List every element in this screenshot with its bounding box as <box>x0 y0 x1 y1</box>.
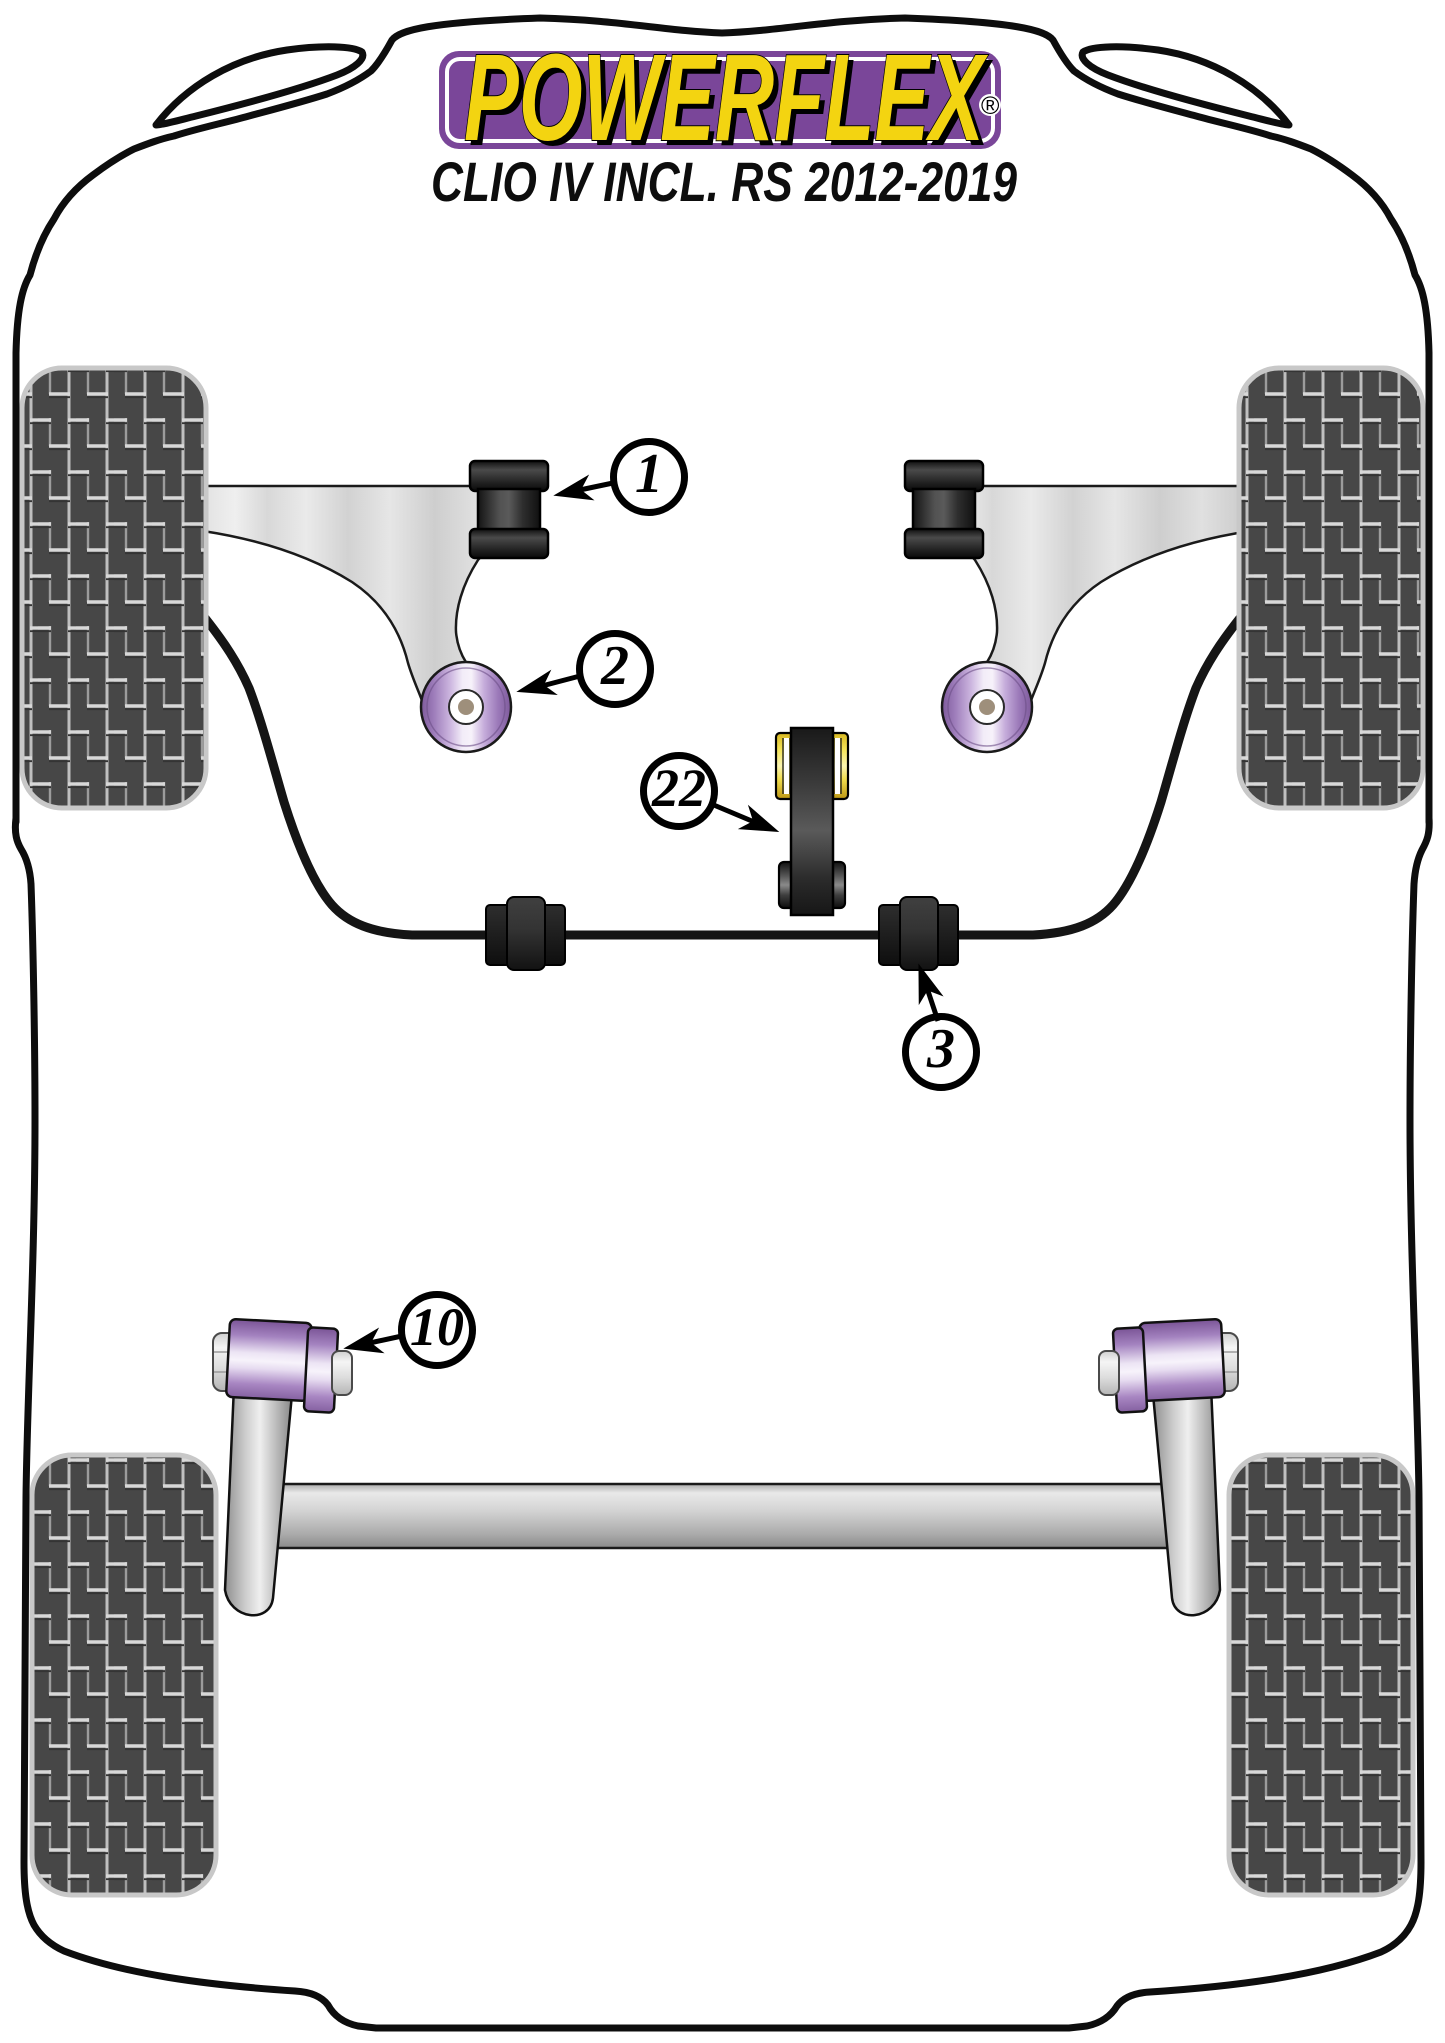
svg-text:2: 2 <box>600 635 629 697</box>
svg-text:22: 22 <box>651 758 706 818</box>
svg-text:CLIO IV INCL. RS 2012-2019: CLIO IV INCL. RS 2012-2019 <box>431 150 1017 213</box>
svg-text:3: 3 <box>926 1018 955 1080</box>
svg-text:®: ® <box>981 92 1000 120</box>
svg-text:10: 10 <box>410 1297 464 1357</box>
svg-text:1: 1 <box>635 443 663 505</box>
svg-text:POWERFLEX: POWERFLEX <box>464 30 989 167</box>
svg-text:POWERFLEX: POWERFLEX <box>469 35 994 172</box>
